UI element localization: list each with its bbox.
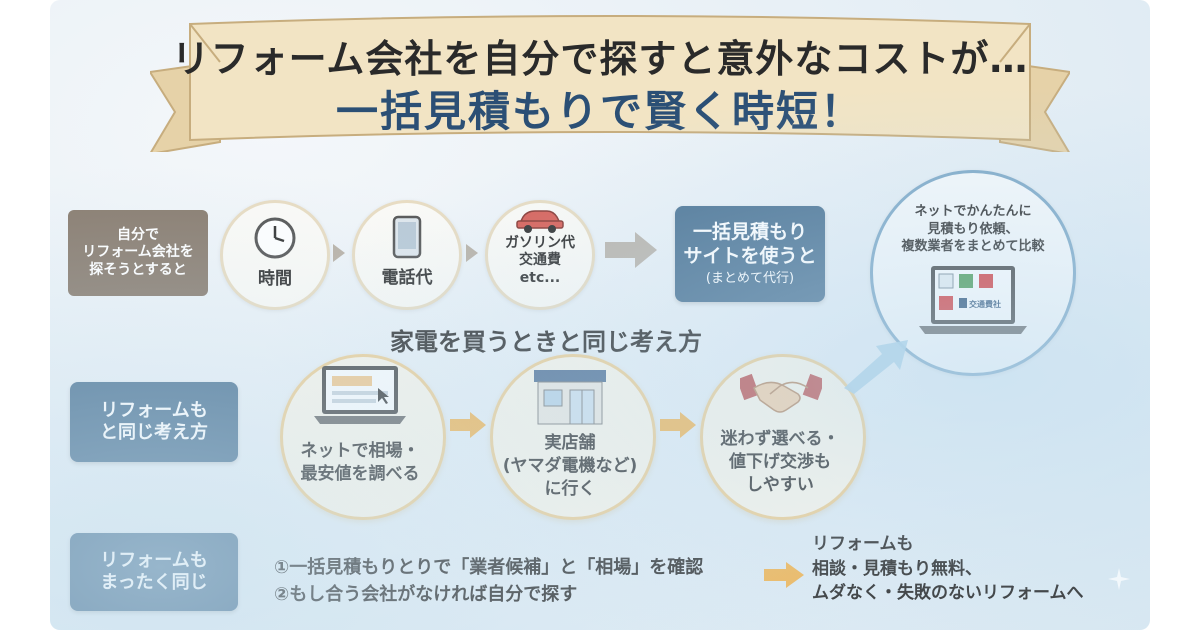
banner-title: リフォーム会社を自分で探すと意外なコストが… bbox=[171, 37, 1029, 81]
orange-arrow bbox=[450, 412, 486, 438]
ribbon-banner bbox=[150, 15, 1070, 152]
sparkle-icon bbox=[1108, 568, 1130, 590]
row3-lead-label: リフォームも まったく同じ bbox=[70, 533, 238, 611]
clock-icon bbox=[254, 217, 296, 258]
section-title: 家電を買うときと同じ考え方 bbox=[390, 328, 702, 356]
result-text: ネットでかんたんに 見積もり依頼、 複数業者をまとめて比較 bbox=[901, 204, 1045, 255]
step-circle-deal bbox=[700, 354, 866, 520]
car-icon bbox=[516, 210, 564, 233]
store-icon bbox=[534, 370, 606, 425]
cost-label-travel: ガソリン代 交通費 etc... bbox=[505, 234, 575, 286]
row3-items: ①一括見積もりとりで「業者候補」と「相場」を確認 ②もし合う会社がなければ自分で… bbox=[274, 554, 703, 608]
orange-arrow bbox=[764, 562, 804, 588]
big-gray-arrow bbox=[605, 232, 657, 268]
cost-label-phone: 電話代 bbox=[381, 267, 433, 288]
orange-arrow bbox=[660, 412, 696, 438]
phone-icon bbox=[392, 215, 422, 258]
laptop-icon: 交通費社 bbox=[919, 265, 1027, 334]
step-label-online: ネットで相場・ 最安値を調べる bbox=[300, 441, 420, 484]
flow-arrow bbox=[466, 244, 478, 262]
step-label-deal: 迷わず選べる・ 値下げ交渉も しやすい bbox=[720, 429, 840, 495]
light-blue-arrow bbox=[844, 340, 908, 394]
cost-circle-travel: ガソリン代 交通費 etc... bbox=[485, 200, 595, 310]
row3-item-1: ①一括見積もりとりで「業者候補」と「相場」を確認 bbox=[274, 557, 704, 578]
site-box-line2: サイトを使うと bbox=[683, 244, 817, 267]
site-box-line1: 一括見積もり bbox=[692, 221, 807, 244]
row3-item-2: ②もし合う会社がなければ自分で探す bbox=[274, 584, 578, 605]
laptop-browser-icon bbox=[314, 366, 406, 424]
laptop-logo-text: 交通費社 bbox=[969, 299, 1001, 309]
row2-lead-label: リフォームも と同じ考え方 bbox=[70, 382, 238, 462]
banner-subtitle: 一括見積もりで賢く時短！ bbox=[335, 87, 864, 136]
handshake-icon bbox=[740, 373, 822, 413]
cost-circle-time: 時間 bbox=[220, 200, 330, 310]
flow-arrow bbox=[333, 244, 345, 262]
row1-lead-label: 自分で リフォーム会社を 探そうとすると bbox=[68, 210, 208, 296]
site-box-note: (まとめて代行) bbox=[705, 270, 795, 286]
cost-label-time: 時間 bbox=[258, 268, 292, 289]
row3-result: リフォームも 相談・見積もり無料、 ムダなく・失敗のないリフォームへ bbox=[812, 534, 1084, 604]
infographic: リフォーム会社を自分で探すと意外なコストが… 一括見積もりで賢く時短！ 自分で … bbox=[50, 0, 1150, 630]
cost-circle-phone: 電話代 bbox=[352, 200, 462, 310]
estimate-site-box: 一括見積もり サイトを使うと (まとめて代行) bbox=[675, 206, 825, 302]
step-label-store: 実店舗 (ヤマダ電機など) に行く bbox=[502, 433, 638, 499]
